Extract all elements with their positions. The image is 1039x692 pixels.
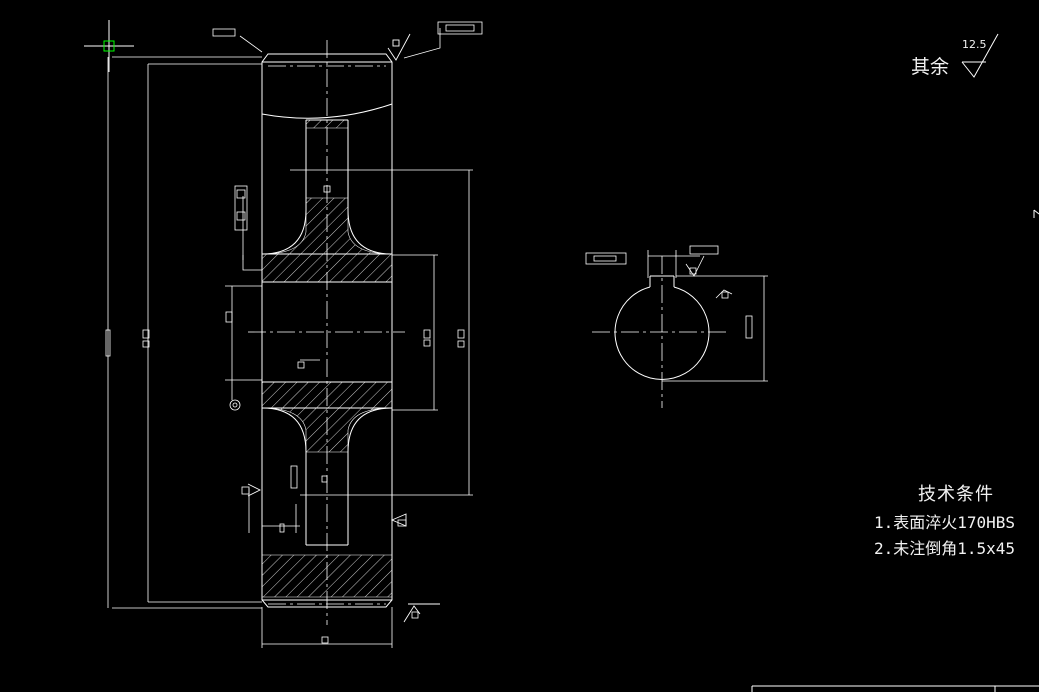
keyway-dimensions [585,245,768,382]
crosshair-cursor [84,20,134,72]
drawing-frame [751,209,1039,692]
tech-note-item: 2.未注倒角1.5x45 [874,539,1016,558]
centerlines [248,40,405,625]
dimension-lines [107,28,473,648]
annotation-glyphs [105,21,483,644]
roughness-rest-label: 其余 [911,56,950,78]
rest-roughness-symbol [961,33,999,78]
tech-note-item: 1.表面淬火170HBS [874,513,1016,532]
roughness-symbols [247,33,440,623]
tech-notes-title: 技术条件 [918,484,994,505]
keyway-centerlines [592,256,727,408]
roughness-value: 12.5 [962,38,987,51]
